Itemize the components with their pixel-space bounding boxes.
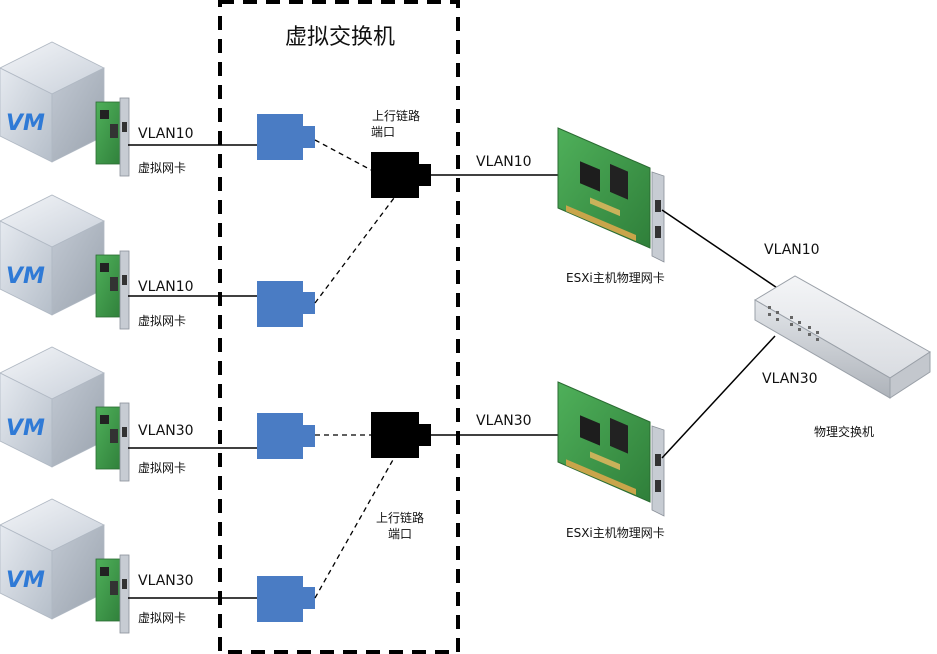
virtual-nic-card-icon <box>95 97 130 177</box>
vm-cube-icon: VM <box>0 346 105 468</box>
vnic-port-2 <box>257 281 315 327</box>
uplink-1-label-line1: 上行链路 <box>372 108 420 123</box>
uplink-1-label-line2: 端口 <box>371 125 395 139</box>
physical-switch-label: 物理交换机 <box>814 424 874 439</box>
vm-1-vlan-label: VLAN10 <box>138 126 194 142</box>
vm-3-vlan-label: VLAN30 <box>138 423 194 439</box>
uplink-port-2 <box>371 412 431 458</box>
svg-text:VM: VM <box>6 568 45 593</box>
internal-link-4 <box>314 457 395 599</box>
internal-link-2 <box>314 197 395 304</box>
virtual-nic-card-icon <box>95 554 130 634</box>
vm-4-vlan-label: VLAN30 <box>138 573 194 589</box>
vm-cube-icon: VM <box>0 194 105 316</box>
virtual-switch-boundary <box>218 0 460 654</box>
virtual-nic-card-icon <box>95 250 130 330</box>
svg-text:VM: VM <box>6 416 45 441</box>
physical-nic-2-icon <box>557 381 665 517</box>
vm-3: VM <box>0 346 130 482</box>
vnic-port-4 <box>257 576 315 622</box>
nic-2-to-switch-link <box>661 335 776 459</box>
vm-1: VM <box>0 41 130 177</box>
vm-2-nic-label: 虚拟网卡 <box>138 314 186 328</box>
physical-nic-1-icon <box>557 127 665 263</box>
vm-cube-icon: VM <box>0 498 105 620</box>
internal-link-1 <box>314 139 372 171</box>
vm-4: VM <box>0 498 130 634</box>
vm-2: VM <box>0 194 130 330</box>
vm-4-nic-label: 虚拟网卡 <box>138 611 186 625</box>
physical-switch-icon <box>754 275 931 399</box>
uplink-port-1 <box>371 152 431 198</box>
vm-cube-icon: VM <box>0 41 105 163</box>
uplink-2-label-line2: 端口 <box>388 527 412 541</box>
vnic-port-3 <box>257 413 315 459</box>
switch-link-bottom-vlan-label: VLAN30 <box>762 371 818 387</box>
virtual-switch-title: 虚拟交换机 <box>285 25 395 50</box>
vnic-port-1 <box>257 114 315 160</box>
physical-nic-1-label: ESXi主机物理网卡 <box>566 271 665 285</box>
virtual-nic-card-icon <box>95 402 130 482</box>
svg-text:VM: VM <box>6 111 45 136</box>
vm-2-vlan-label: VLAN10 <box>138 279 194 295</box>
vm-3-nic-label: 虚拟网卡 <box>138 461 186 475</box>
svg-text:VM: VM <box>6 264 45 289</box>
nic-1-to-switch-link <box>661 209 796 301</box>
uplink-1-vlan-label: VLAN10 <box>476 154 532 170</box>
uplink-2-label-line1: 上行链路 <box>376 510 424 525</box>
physical-nic-2-label: ESXi主机物理网卡 <box>566 526 665 540</box>
uplink-2-vlan-label: VLAN30 <box>476 413 532 429</box>
switch-link-top-vlan-label: VLAN10 <box>764 242 820 258</box>
vm-1-nic-label: 虚拟网卡 <box>138 161 186 175</box>
